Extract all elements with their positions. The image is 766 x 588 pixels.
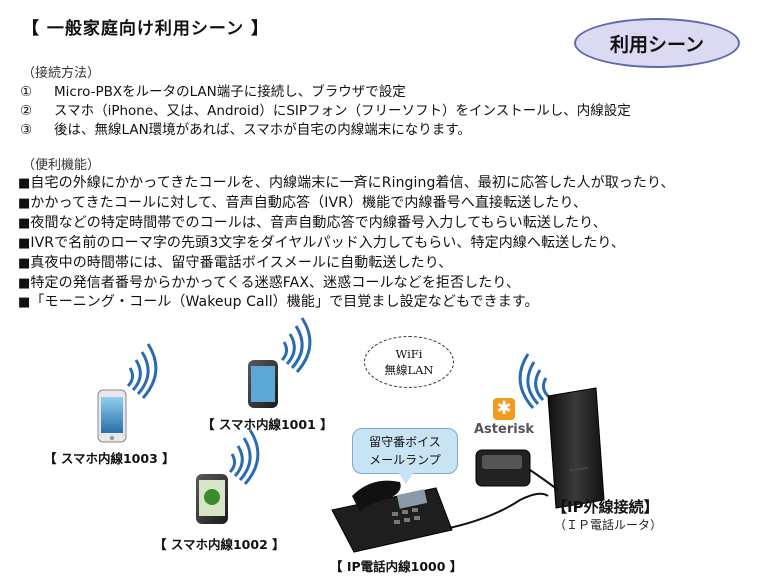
bullet-icon: ■ bbox=[18, 276, 31, 291]
callout-line: メールランプ bbox=[369, 453, 441, 467]
step-number: ③ bbox=[20, 122, 33, 138]
ip-phone-label: 【 IP電話内線1000 】 bbox=[330, 559, 463, 574]
connection-step: ① Micro-PBXをルータのLAN端子に接続し、ブラウザで設定 bbox=[20, 80, 406, 100]
cable-icon bbox=[529, 469, 559, 491]
feature-text: 特定の発信者番号からかかってくる迷惑FAX、迷惑コールなどを拒否したり、 bbox=[30, 275, 520, 291]
wifi-cloud: WiFi 無線LAN bbox=[364, 336, 454, 388]
wifi-waves-icon bbox=[126, 343, 158, 399]
wifi-waves-icon bbox=[228, 429, 260, 485]
feature-item: ■特定の発信者番号からかかってくる迷惑FAX、迷惑コールなどを拒否したり、 bbox=[18, 272, 520, 292]
router-sublabel: （ＩＰ電話ルータ） bbox=[554, 518, 663, 532]
bullet-icon: ■ bbox=[18, 216, 31, 231]
router-label: 【IP外線接続】 bbox=[552, 498, 659, 516]
feature-item: ■IVRで名前のローマ字の先頭3文字をダイヤルパッド入力してもらい、特定内線へ転… bbox=[18, 232, 625, 252]
asterisk-star-icon: ✱ bbox=[493, 398, 515, 420]
feature-text: 「モーニング・コール（Wakeup Call）機能」で目覚まし設定などもできます… bbox=[30, 294, 539, 310]
bullet-icon: ■ bbox=[18, 236, 31, 251]
cable-icon bbox=[439, 492, 549, 531]
feature-text: かかってきたコールに対して、音声自動応答（IVR）機能で内線番号へ直接転送したり… bbox=[30, 195, 588, 211]
bullet-icon: ■ bbox=[18, 196, 31, 211]
smartphone-1001-icon bbox=[248, 360, 278, 408]
step-text: 後は、無線LAN環境があれば、スマホが自宅の内線端末になります。 bbox=[54, 122, 471, 138]
voicemail-lamp-callout: 留守番ボイス メールランプ bbox=[352, 428, 458, 474]
phone-1003-label: 【 スマホ内線1003 】 bbox=[44, 451, 175, 466]
step-number: ① bbox=[20, 84, 33, 100]
callout-line: 留守番ボイス bbox=[369, 435, 441, 449]
feature-item: ■かかってきたコールに対して、音声自動応答（IVR）機能で内線番号へ直接転送した… bbox=[18, 192, 587, 212]
feature-text: IVRで名前のローマ字の先頭3文字をダイヤルパッド入力してもらい、特定内線へ転送… bbox=[30, 235, 626, 251]
scene-badge: 利用シーン bbox=[574, 18, 740, 68]
router-icon bbox=[547, 387, 605, 509]
feature-text: 真夜中の時間帯には、留守番電話ボイスメールに自動転送したり、 bbox=[30, 255, 453, 271]
wifi-waves-icon bbox=[280, 317, 312, 373]
wifi-label: WiFi bbox=[395, 347, 423, 361]
wifi-waves-icon bbox=[518, 353, 550, 409]
step-text: Micro-PBXをルータのLAN端子に接続し、ブラウザで設定 bbox=[54, 84, 406, 100]
feature-item: ■自宅の外線にかかってきたコールを、内線端末に一斉にRinging着信、最初に応… bbox=[18, 172, 675, 192]
feature-text: 自宅の外線にかかってきたコールを、内線端末に一斉にRinging着信、最初に応答… bbox=[30, 175, 675, 191]
micro-pbx-icon bbox=[475, 449, 531, 487]
bullet-icon: ■ bbox=[18, 176, 31, 191]
connection-heading: （接続方法） bbox=[22, 66, 101, 81]
bullet-icon: ■ bbox=[18, 256, 31, 271]
features-heading: （便利機能） bbox=[22, 158, 101, 173]
feature-item: ■真夜中の時間帯には、留守番電話ボイスメールに自動転送したり、 bbox=[18, 252, 452, 272]
connection-step: ② スマホ（iPhone、又は、Android）にSIPフォン（フリーソフト）をイ… bbox=[20, 99, 631, 119]
page-title: 【 一般家庭向け利用シーン 】 bbox=[22, 19, 269, 39]
callout-tail bbox=[398, 472, 414, 484]
feature-item: ■夜間などの特定時間帯でのコールは、音声自動応答で内線番号入力してもらい転送した… bbox=[18, 212, 607, 232]
wireless-lan-label: 無線LAN bbox=[384, 363, 434, 377]
asterisk-logo: ✱ Asterisk bbox=[474, 398, 534, 450]
asterisk-wordmark: Asterisk bbox=[474, 422, 535, 437]
feature-item: ■「モーニング・コール（Wakeup Call）機能」で目覚まし設定などもできま… bbox=[18, 291, 539, 311]
connection-step: ③ 後は、無線LAN環境があれば、スマホが自宅の内線端末になります。 bbox=[20, 118, 471, 138]
bullet-icon: ■ bbox=[18, 295, 31, 310]
desk-phone-icon bbox=[331, 480, 453, 553]
step-number: ② bbox=[20, 103, 33, 119]
phone-1001-label: 【 スマホ内線1001 】 bbox=[202, 417, 333, 432]
step-text: スマホ（iPhone、又は、Android）にSIPフォン（フリーソフト）をイン… bbox=[54, 103, 631, 119]
smartphone-1003-icon bbox=[97, 389, 127, 443]
feature-text: 夜間などの特定時間帯でのコールは、音声自動応答で内線番号入力してもらい転送したり… bbox=[30, 215, 607, 231]
smartphone-1002-icon bbox=[196, 474, 228, 524]
phone-1002-label: 【 スマホ内線1002 】 bbox=[154, 537, 285, 552]
